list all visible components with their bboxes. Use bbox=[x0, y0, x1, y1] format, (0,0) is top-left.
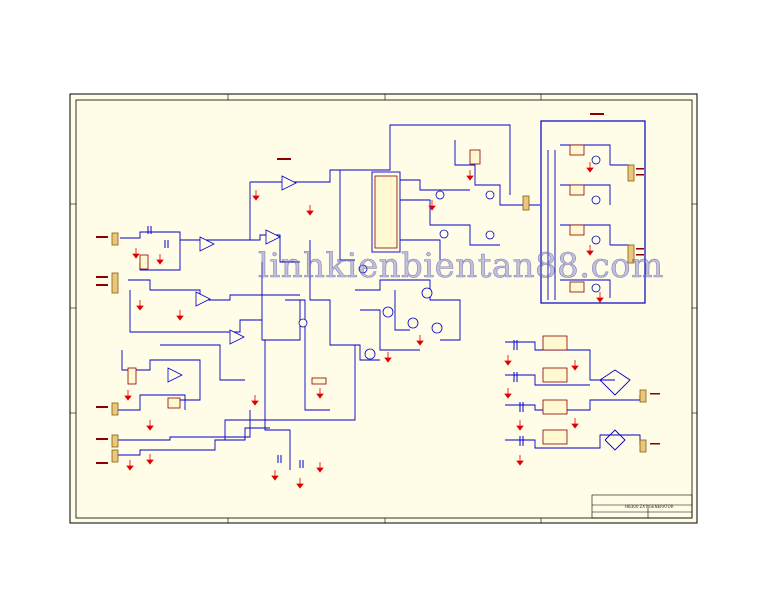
title-block-text: HB300 ZX7 GENERATOR bbox=[625, 504, 674, 509]
ground-icon bbox=[132, 248, 140, 259]
ic-power-4 bbox=[542, 429, 568, 445]
ic-power-2 bbox=[542, 367, 568, 383]
ic-power-3 bbox=[542, 399, 568, 415]
ic-power-1 bbox=[542, 335, 568, 351]
wires bbox=[115, 120, 646, 470]
connectors bbox=[111, 164, 647, 463]
labels bbox=[96, 113, 660, 464]
drawing-frame bbox=[69, 93, 698, 524]
capacitors bbox=[147, 226, 524, 468]
title-block bbox=[591, 494, 693, 519]
grounds bbox=[124, 162, 604, 489]
ic-u1 bbox=[374, 175, 398, 249]
opamps bbox=[167, 175, 297, 383]
transistors bbox=[298, 155, 601, 360]
zone-ticks bbox=[70, 94, 697, 523]
components bbox=[127, 144, 585, 445]
watermark-text: linhkienbientan88.com bbox=[258, 246, 664, 287]
connector-icon bbox=[111, 232, 119, 246]
inner-border bbox=[75, 99, 693, 519]
